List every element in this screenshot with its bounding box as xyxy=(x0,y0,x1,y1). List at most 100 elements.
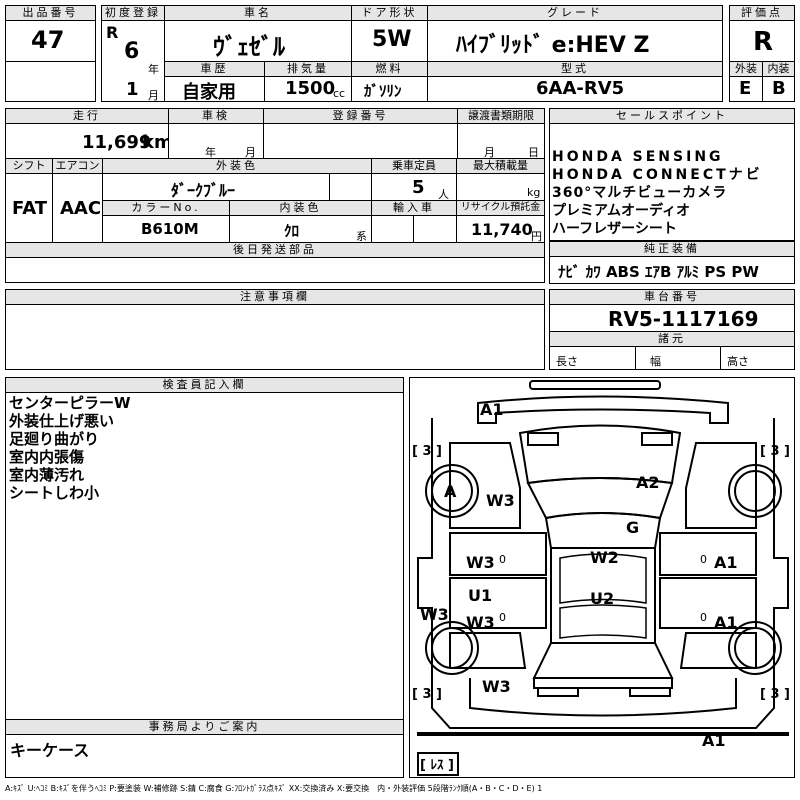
spare-mark: [ ﾚｽ ] xyxy=(420,758,454,773)
fuel-label: 燃料 xyxy=(351,61,428,77)
mileage-value: 11,699 xyxy=(82,132,152,153)
mark-quarter-rl: W3 xyxy=(482,677,511,696)
mark-door-rr: A1 xyxy=(714,613,738,632)
max-load-label: 最大積載量 xyxy=(456,158,545,174)
door-box: 5W xyxy=(351,20,428,62)
mark-pillar-l: U1 xyxy=(468,586,492,605)
office-label: 事務局よりご案内 xyxy=(5,719,404,735)
car-name-label: 車名 xyxy=(164,5,352,21)
inspection-label: 車検 xyxy=(168,108,264,124)
shift-label: シフト xyxy=(5,158,53,174)
legend: A:ｷｽﾞ U:ﾍｺﾐ B:ｷｽﾞを伴うﾍｺﾐ P:要塗装 W:補修跡 S:錆 … xyxy=(5,784,543,793)
grade-value: ﾊｲﾌﾞﾘｯﾄﾞ e:HEV Z xyxy=(456,33,650,58)
first-reg-label: 初度登録 xyxy=(101,5,165,21)
color-no-label: カラーNo. xyxy=(102,200,230,216)
ext-color-label: 外装色 xyxy=(102,158,372,174)
mileage-unit: km xyxy=(142,132,173,153)
recycle-value: 11,740 xyxy=(471,220,533,239)
int-color-unit: 系 xyxy=(356,230,367,243)
genuine-label: 純正装備 xyxy=(549,241,795,257)
aircon-value: AAC xyxy=(60,198,102,219)
ext-color-box: ﾀﾞｰｸﾌﾞﾙｰ xyxy=(102,173,330,201)
reg-no-box xyxy=(263,123,458,159)
exterior-label: 外装 xyxy=(729,61,763,77)
shift-value: FAT xyxy=(12,198,48,219)
grade-box: ﾊｲﾌﾞﾘｯﾄﾞ e:HEV Z xyxy=(427,20,723,62)
transfer-day-unit: 日 xyxy=(528,146,539,159)
shift-box: FAT xyxy=(5,173,53,243)
interior-box: B xyxy=(762,76,795,102)
office-box: キーケース xyxy=(5,734,404,778)
mark-hood: A2 xyxy=(636,473,660,492)
mileage-box: 11,699 km xyxy=(5,123,173,159)
era-value: R xyxy=(106,23,119,42)
capacity-unit: 人 xyxy=(438,188,449,201)
inspector-note: 外装仕上げ悪い xyxy=(9,412,115,430)
tire-count-br: [ 3 ] xyxy=(760,687,790,702)
inspector-note: センターピラーW xyxy=(9,394,131,412)
history-label: 車歴 xyxy=(164,61,265,77)
reg-year-unit: 年 xyxy=(148,63,159,76)
recycle-label: リサイクル預託金 xyxy=(456,200,545,216)
zero-mark: 0 xyxy=(499,553,506,566)
transfer-deadline-label: 譲渡書類期限 xyxy=(457,108,545,124)
first-reg-box: R 6 年 1 月 xyxy=(101,20,165,102)
car-diagram: A1 A A2 G W3 W3 U1 W3 W3 W3 W2 U2 A1 A1 … xyxy=(412,380,790,776)
inspector-note: 室内内張傷 xyxy=(9,448,85,466)
mark-door-fl: W3 xyxy=(466,553,495,572)
transfer-deadline-box: 月 日 xyxy=(457,123,545,159)
zero-mark: 0 xyxy=(499,611,506,624)
exterior-grade: E xyxy=(739,78,752,99)
ext-color-extra xyxy=(329,173,372,201)
inspection-year-unit: 年 xyxy=(205,146,216,159)
inspector-note: 足廻り曲がり xyxy=(9,430,100,448)
max-load-box: kg xyxy=(456,173,545,201)
lot-no-box: 47 xyxy=(5,20,96,62)
notes-box xyxy=(5,304,545,370)
inspection-month-unit: 月 xyxy=(245,146,256,159)
recycle-box: 11,740 円 xyxy=(456,215,545,243)
inspector-label: 検査員記入欄 xyxy=(5,377,404,393)
length-label: 長さ xyxy=(556,355,578,368)
inspector-note: 室内薄汚れ xyxy=(9,466,85,484)
mark-rear-right-corner: A1 xyxy=(702,731,726,750)
tire-count-tr: [ 3 ] xyxy=(760,444,790,459)
recycle-unit: 円 xyxy=(531,230,542,243)
chassis-label: 車台番号 xyxy=(549,289,795,305)
fuel-value: ｶﾞｿﾘﾝ xyxy=(364,82,402,100)
genuine-value: ﾅﾋﾞ ｶﾜ ABS ｴｱB ｱﾙﾐ PS PW xyxy=(558,263,759,281)
width-box: 幅 xyxy=(635,346,721,370)
ext-color-value: ﾀﾞｰｸﾌﾞﾙｰ xyxy=(171,181,236,200)
car-name-box: ｳﾞｪｾﾞﾙ xyxy=(164,20,352,62)
tire-count-tl: [ 3 ] xyxy=(412,444,442,459)
mark-center-lower: U2 xyxy=(590,589,614,608)
capacity-label: 乗車定員 xyxy=(371,158,457,174)
sales-point-item: HONDA SENSING xyxy=(552,149,724,165)
sales-point-list: HONDA SENSING HONDA CONNECTナビ 360°マルチビュー… xyxy=(552,148,763,238)
mark-tire-front-left: A xyxy=(444,482,457,501)
tire-count-bl: [ 3 ] xyxy=(412,687,442,702)
mileage-label: 走行 xyxy=(5,108,169,124)
aircon-label: エアコン xyxy=(52,158,103,174)
office-note: キーケース xyxy=(10,741,90,760)
import-box-1 xyxy=(371,215,414,243)
mark-center-upper: W2 xyxy=(590,548,619,567)
later-parts-box xyxy=(5,257,545,283)
height-label: 高さ xyxy=(727,355,749,368)
import-box-2 xyxy=(413,215,457,243)
zero-mark: 0 xyxy=(700,553,707,566)
score-label: 評価点 xyxy=(729,5,795,21)
int-color-label: 内装色 xyxy=(229,200,372,216)
import-label: 輸入車 xyxy=(371,200,457,216)
exterior-box: E xyxy=(729,76,763,102)
lot-no-label: 出品番号 xyxy=(5,5,96,21)
color-no-value: B610M xyxy=(141,220,199,238)
car-diagram-box: A1 A A2 G W3 W3 U1 W3 W3 W3 W2 U2 A1 A1 … xyxy=(409,377,795,778)
chassis-box: RV5-1117169 xyxy=(549,304,795,332)
height-box: 高さ xyxy=(720,346,795,370)
displacement-box: 1500 cc xyxy=(264,76,352,102)
aircon-box: AAC xyxy=(52,173,103,243)
sales-point-label: セールスポイント xyxy=(549,108,795,124)
interior-grade: B xyxy=(772,78,786,99)
mark-door-fr: A1 xyxy=(714,553,738,572)
